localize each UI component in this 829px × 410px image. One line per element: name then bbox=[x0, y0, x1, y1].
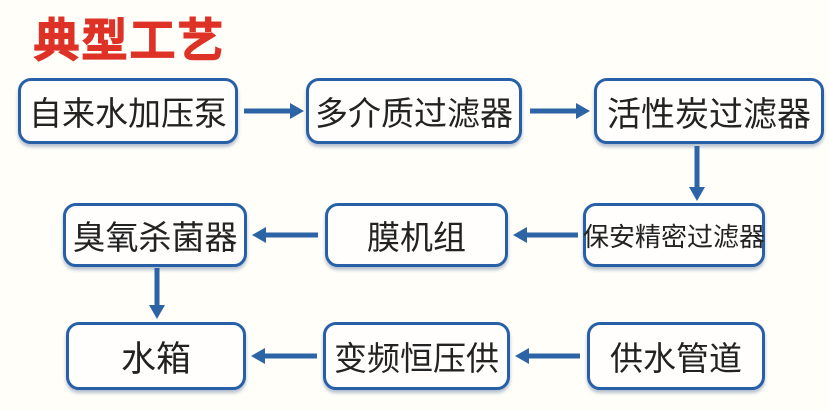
node-membrane-unit: 膜机组 bbox=[325, 203, 508, 267]
arrow-pump-to-multimedia-icon bbox=[244, 103, 304, 119]
arrow-carbon-to-security-icon bbox=[689, 146, 705, 201]
page-title: 典型工艺 bbox=[33, 14, 227, 67]
node-multi-media-filter: 多介质过滤器 bbox=[306, 78, 522, 144]
arrow-multimedia-to-carbon-icon bbox=[530, 103, 590, 119]
node-security-precision-filter: 保安精密过滤器 bbox=[583, 203, 765, 267]
arrow-ozone-to-tank-icon bbox=[149, 268, 165, 319]
arrow-pipeline-to-vfd-icon bbox=[515, 348, 580, 364]
node-ozone-sterilizer: 臭氧杀菌器 bbox=[63, 203, 247, 267]
node-water-tank: 水箱 bbox=[66, 322, 246, 390]
arrow-security-to-membrane-icon bbox=[513, 227, 578, 243]
node-water-supply-pipeline: 供水管道 bbox=[587, 322, 765, 390]
arrow-vfd-to-tank-icon bbox=[251, 348, 317, 364]
node-tap-water-booster-pump: 自来水加压泵 bbox=[18, 78, 238, 144]
node-activated-carbon-filter: 活性炭过滤器 bbox=[594, 78, 824, 144]
node-vfd-constant-pressure-supply: 变频恒压供 bbox=[323, 322, 510, 390]
arrow-membrane-to-ozone-icon bbox=[252, 227, 318, 243]
